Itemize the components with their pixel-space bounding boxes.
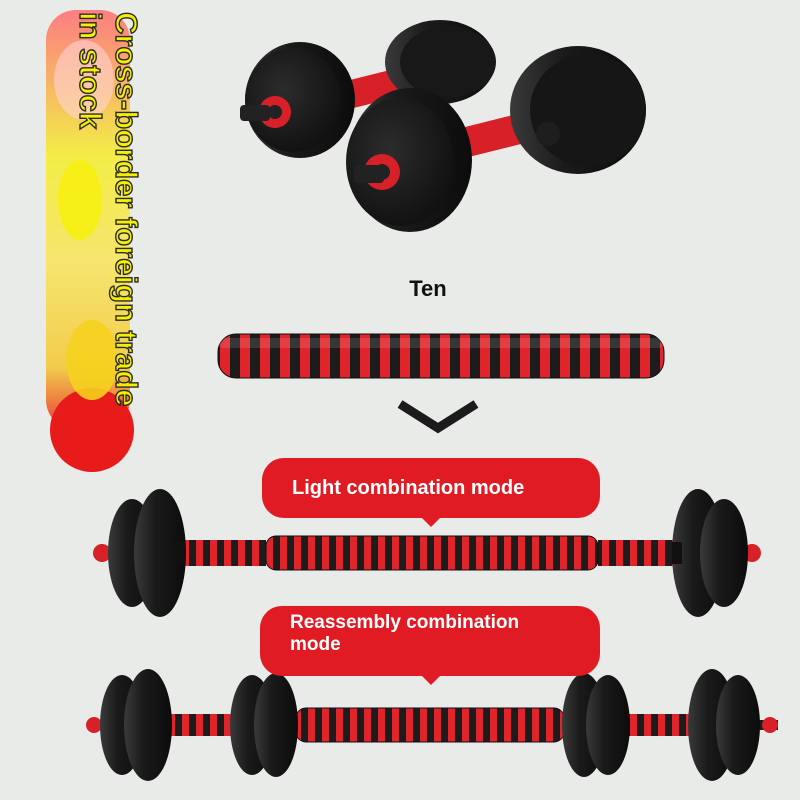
connecting-tube <box>217 333 665 379</box>
count-label: Ten <box>409 276 447 301</box>
barbell-reassembly-mode <box>86 669 778 781</box>
light-mode-label: Light combination mode <box>262 458 600 518</box>
barbell-light-mode <box>93 489 761 617</box>
reassembly-mode-pointer <box>421 675 441 685</box>
side-banner-shape <box>46 10 134 472</box>
reassembly-mode-label: Reassembly combination mode <box>260 606 600 676</box>
side-banner-text: Cross-border foreign trade in stock <box>72 11 144 407</box>
chevron-down-icon <box>397 400 479 434</box>
light-mode-pointer <box>421 517 441 527</box>
dumbbell-pair-top <box>240 20 646 232</box>
